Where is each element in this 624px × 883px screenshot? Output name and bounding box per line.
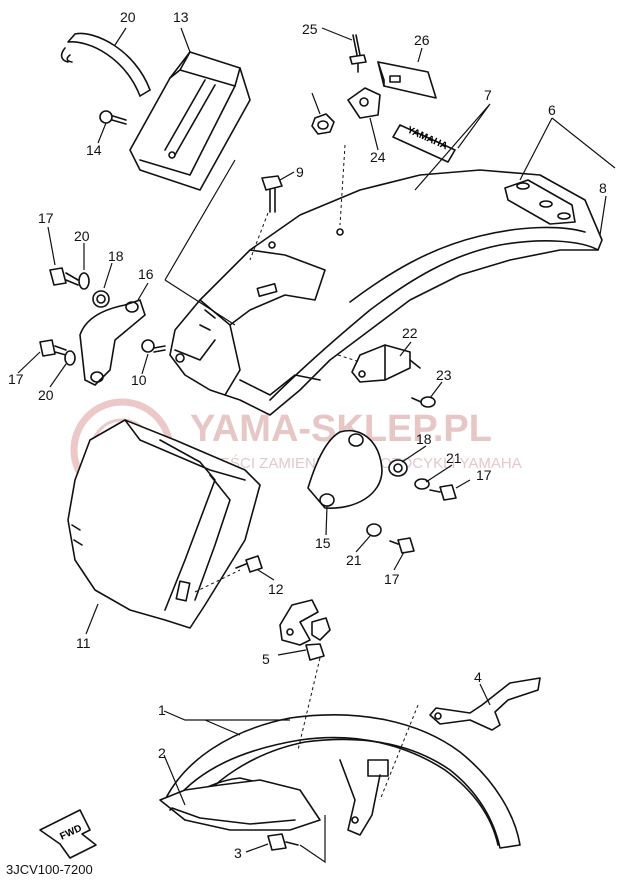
part-17-screw-lower[interactable] — [389, 537, 415, 554]
callout-17-lower[interactable]: 17 — [384, 571, 400, 587]
callout-12[interactable]: 12 — [268, 581, 284, 597]
callout-19[interactable]: 20 — [120, 9, 136, 25]
part-20-washer-upper[interactable] — [78, 272, 90, 290]
callout-6[interactable]: 6 — [548, 102, 556, 118]
callout-17-left[interactable]: 17 — [8, 371, 24, 387]
leader-lines — [17, 27, 616, 864]
part-22-screw-icon[interactable] — [411, 396, 436, 408]
part-23-bracket[interactable] — [347, 87, 381, 119]
part-17-screw-upper[interactable] — [49, 267, 79, 286]
callout-14[interactable]: 14 — [86, 142, 102, 158]
callout-1[interactable]: 1 — [158, 702, 166, 718]
callout-20-upper[interactable]: 20 — [74, 228, 90, 244]
part-18-collar-right[interactable] — [388, 459, 408, 477]
callout-9[interactable]: 9 — [296, 164, 304, 180]
part-7-rear-fender[interactable] — [169, 169, 603, 416]
part-25-reflector-pad[interactable] — [377, 61, 437, 99]
callout-7[interactable]: 7 — [484, 87, 492, 103]
callout-18-right[interactable]: 18 — [416, 431, 432, 447]
callout-15[interactable]: 15 — [315, 535, 331, 551]
callout-17-right[interactable]: 17 — [476, 467, 492, 483]
callout-5[interactable]: 5 — [262, 651, 270, 667]
part-26-nut-icon[interactable] — [311, 113, 335, 135]
part-18-collar-upper[interactable] — [92, 290, 110, 308]
part-20-washer-left[interactable] — [64, 350, 76, 366]
callout-25[interactable]: 26 — [414, 32, 430, 48]
part-21-connector[interactable] — [337, 344, 421, 383]
part-19-seal-strip[interactable] — [60, 32, 151, 97]
part-16-lamp-bracket[interactable] — [79, 299, 146, 386]
callout-13[interactable]: 13 — [173, 9, 189, 25]
callout-18-upper[interactable]: 18 — [108, 248, 124, 264]
callout-2[interactable]: 2 — [158, 745, 166, 761]
callout-16[interactable]: 16 — [138, 266, 154, 282]
part-14-bolt-icon[interactable] — [99, 110, 127, 125]
part-3-bolt-icon[interactable] — [267, 833, 299, 851]
callout-22[interactable]: 23 — [436, 367, 452, 383]
callout-4[interactable]: 4 — [474, 669, 482, 685]
callouts: 20 13 14 25 26 24 7 6 8 9 17 20 18 16 10… — [8, 9, 607, 861]
part-5-bracket[interactable] — [279, 599, 331, 661]
diagram-code: 3JCV100-7200 — [6, 862, 93, 877]
callout-20-lower[interactable]: 21 — [346, 552, 362, 568]
part-6-plate[interactable] — [504, 179, 576, 225]
callout-21[interactable]: 22 — [402, 325, 418, 341]
part-4-stay[interactable] — [429, 677, 541, 731]
part-20-washer-lower[interactable] — [366, 523, 382, 537]
yamaha-decal-emblem[interactable]: YAMAHA — [392, 124, 456, 163]
part-12-bolt-icon[interactable] — [235, 555, 263, 573]
callout-8[interactable]: 8 — [599, 180, 607, 196]
callout-10[interactable]: 10 — [131, 372, 147, 388]
part-24-rivet[interactable] — [349, 34, 367, 73]
callout-23[interactable]: 24 — [370, 149, 386, 165]
callout-17-upper[interactable]: 17 — [38, 210, 54, 226]
part-9-bolt[interactable] — [261, 175, 283, 213]
callout-20-left[interactable]: 20 — [38, 387, 54, 403]
fwd-arrow-icon: FWD — [39, 809, 97, 859]
part-20-washer-right[interactable] — [414, 478, 430, 490]
part-15-light-base[interactable] — [307, 429, 383, 509]
callout-24[interactable]: 25 — [302, 21, 318, 37]
part-10-bolt-icon[interactable] — [141, 339, 166, 353]
callout-3[interactable]: 3 — [234, 845, 242, 861]
part-17-screw-left[interactable] — [39, 339, 67, 357]
part-11-inner-fender[interactable] — [67, 419, 261, 629]
part-1-front-fender[interactable] — [159, 713, 521, 849]
callout-11[interactable]: 11 — [76, 635, 91, 651]
part-17-screw-right[interactable] — [429, 484, 457, 501]
callout-20-right[interactable]: 21 — [446, 450, 462, 466]
part-13-cover-box[interactable] — [129, 51, 251, 191]
